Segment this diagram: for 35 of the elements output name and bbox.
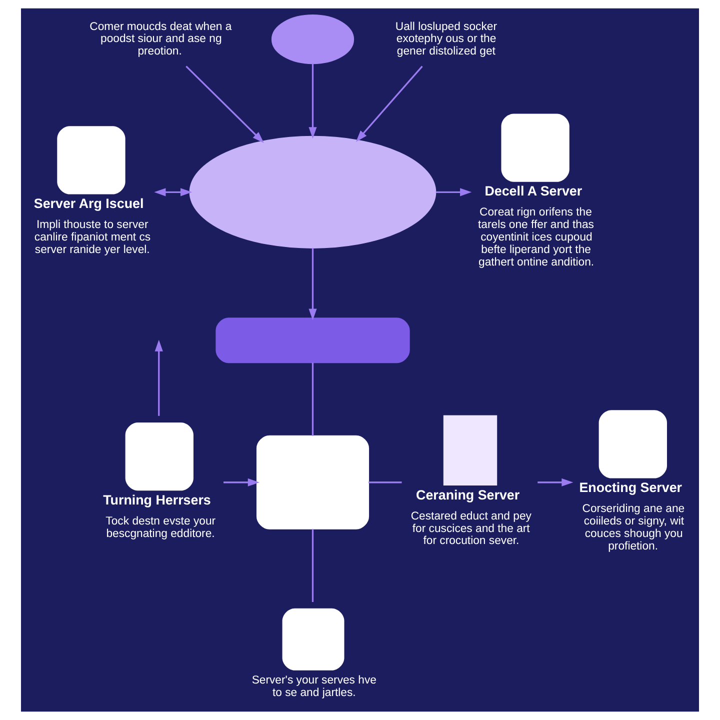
node-cloud [271,14,354,64]
node-text: Comer moucds deat when a poodst siour and ase ng preotion. [90,20,232,58]
arrow [356,66,423,142]
node-label: Server Arg Iscuel [34,196,144,212]
arrow [154,188,192,196]
node-label: Enocting Server [579,480,682,496]
arrow [308,64,317,139]
node-label: Impli thouste to server canlire fipaniot ment cs server ranide yer level. [34,219,151,256]
node-cloud [189,136,436,248]
node-box [501,114,570,182]
node-label: Tock destn evste your bescgnating edditore. [106,516,216,540]
arrow [436,188,472,196]
node-label: Server's your serves hve to se and jartles. [252,674,376,699]
arrow [186,66,264,143]
node-box [282,608,344,670]
node-label: Coreat rign orifens the tarels one ffer and thas coyentinit ices cupoud befte liperand yort the gathert ontine andition. [478,206,594,268]
connector [312,362,314,436]
arrow [154,340,163,416]
node-box [443,415,498,486]
node-label: Corseriding ane ane coiileds or signy, wit couces shough you profietion. [582,503,685,552]
node-label: Cestared educt and pey for cuscices and the art for crocution sever. [410,510,532,548]
node-box [598,410,667,478]
arrow [224,478,260,486]
node-text: Uall losluped socker exotephy ous or the gener distolized get [395,20,498,58]
connector [368,482,402,484]
node-box [57,126,126,194]
node-label: Decell A Server [484,184,582,199]
node-label: Ceraning Server [416,487,520,502]
node-box [216,318,410,364]
node-label: Turning Herrsers [103,492,211,508]
node-box [256,435,370,530]
arrow [538,478,574,486]
connector [312,529,314,602]
arrow [308,248,317,320]
node-box [125,422,194,491]
